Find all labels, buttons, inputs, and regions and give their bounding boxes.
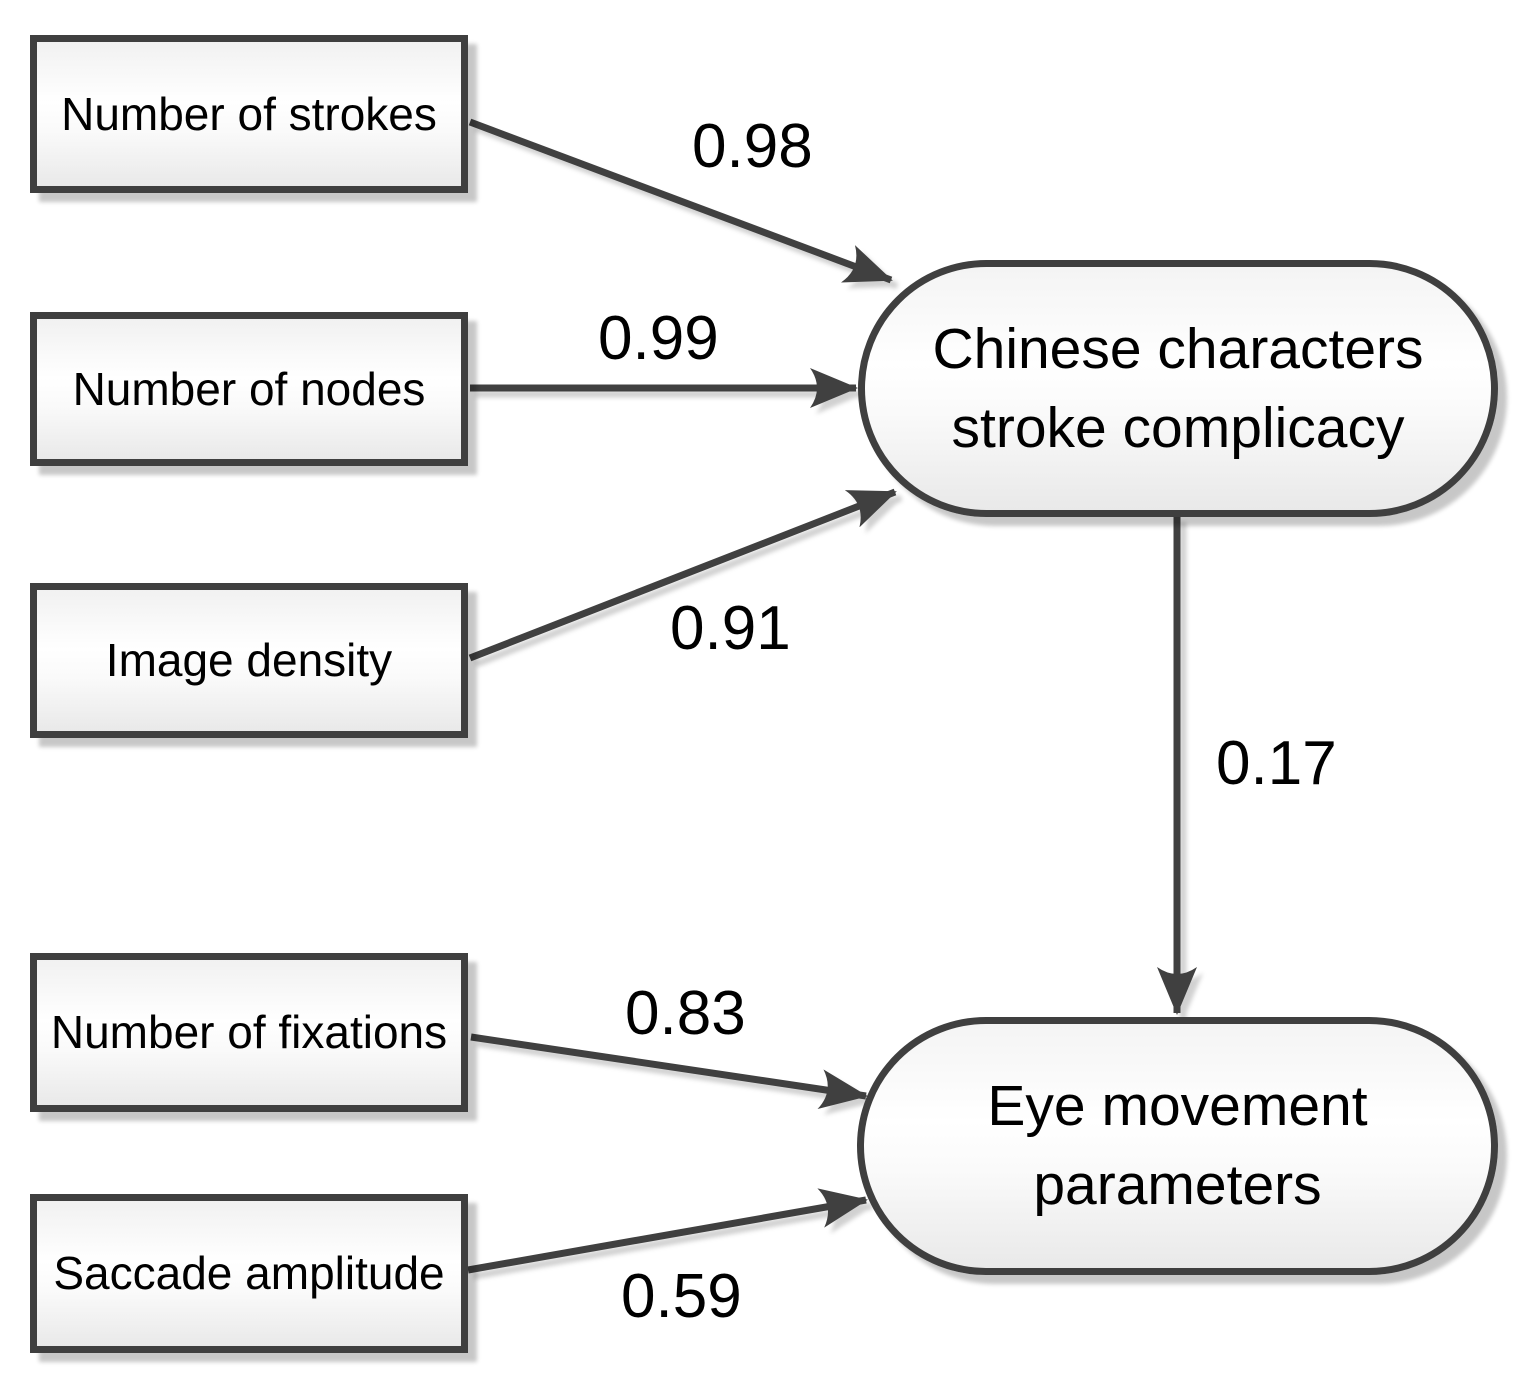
observed-box-saccade-amplitude: Saccade amplitude (30, 1194, 468, 1353)
arrow-strokes-to-complicacy (468, 118, 893, 284)
latent-box-eye-movement-parameters: Eye movement parameters (857, 1017, 1498, 1275)
observed-label-image-density: Image density (105, 634, 393, 687)
observed-box-image-density: Image density (30, 583, 468, 738)
observed-box-number-of-nodes: Number of nodes (30, 312, 468, 466)
arrow-saccade-to-eye-movement (467, 1188, 868, 1274)
observed-label-number-of-fixations: Number of fixations (50, 1006, 448, 1059)
arrow-fixations-to-eye-movement (470, 1033, 868, 1109)
weight-fixations-to-eye-movement: 0.83 (625, 979, 746, 1048)
weight-complicacy-to-eye-movement: 0.17 (1216, 729, 1337, 798)
observed-box-number-of-strokes: Number of strokes (30, 35, 468, 193)
latent-label-chinese-characters-stroke-complicacy: Chinese characters stroke complicacy (932, 316, 1424, 460)
latent-box-chinese-characters-stroke-complicacy: Chinese characters stroke complicacy (858, 260, 1498, 517)
weight-saccade-to-eye-movement: 0.59 (621, 1262, 742, 1331)
observed-label-saccade-amplitude: Saccade amplitude (53, 1247, 445, 1300)
weight-density-to-complicacy: 0.91 (670, 594, 791, 663)
observed-label-number-of-nodes: Number of nodes (72, 362, 426, 415)
latent-label-eye-movement-parameters: Eye movement parameters (987, 1074, 1368, 1217)
weight-nodes-to-complicacy: 0.99 (598, 304, 719, 373)
observed-label-number-of-strokes: Number of strokes (61, 87, 437, 140)
weight-strokes-to-complicacy: 0.98 (692, 112, 813, 181)
observed-box-number-of-fixations: Number of fixations (30, 953, 468, 1112)
arrow-density-to-complicacy (468, 488, 897, 662)
